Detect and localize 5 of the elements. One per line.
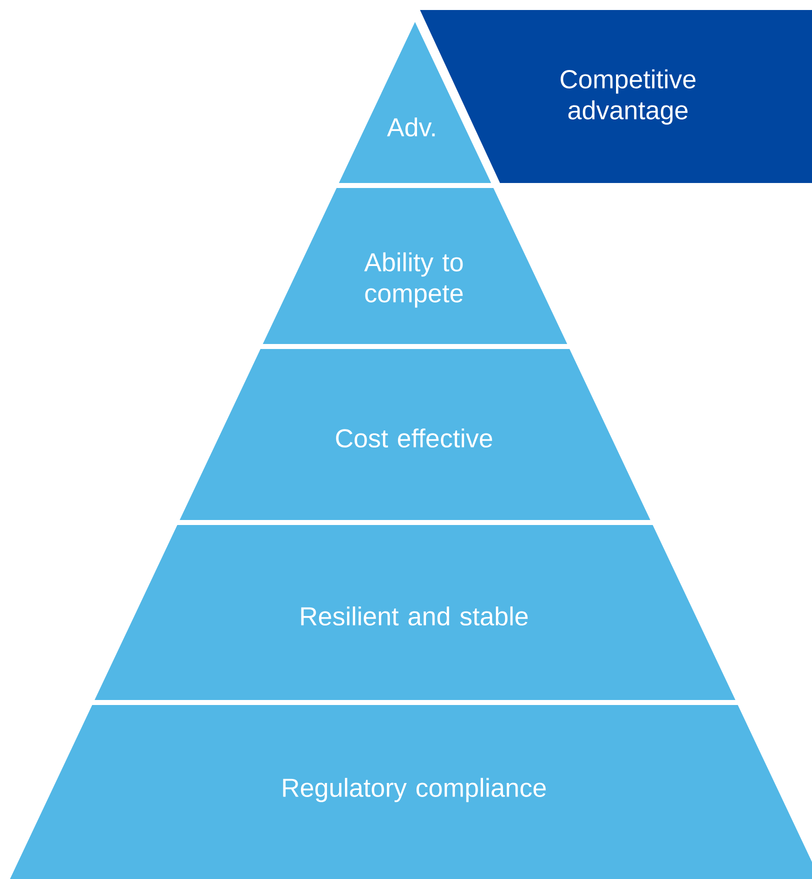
pyramid-level: Regulatory compliance <box>10 705 812 879</box>
pyramid-level: Ability to compete <box>262 188 568 344</box>
pyramid-level: Resilient and stable <box>94 525 736 700</box>
pyramid-level: Adv. <box>338 22 492 183</box>
pyramid-level: Cost effective <box>180 349 650 520</box>
